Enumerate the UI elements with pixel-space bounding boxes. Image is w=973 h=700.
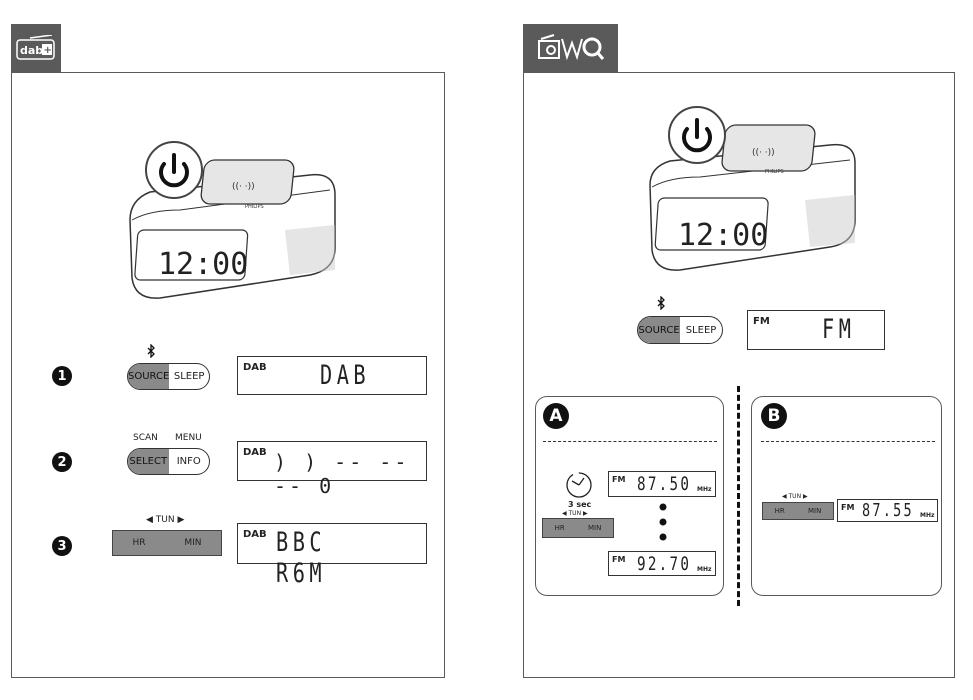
box-b-divider [761,441,935,442]
fm-tab [523,24,618,72]
hr-min-button[interactable]: HR MIN [542,518,614,538]
sleep-button[interactable]: SLEEP [173,371,205,382]
min-button[interactable]: MIN [184,538,202,548]
mhz-unit: MHz [920,512,935,519]
fm-search-icon [537,34,604,61]
tun-label: ◀ TUN ▶ [562,510,588,517]
lcd-mode-tag: FM [841,503,855,512]
lcd-text: 87.55 [862,500,914,521]
left-device-clock: 12:00 [158,247,248,282]
lcd-mode-tag: DAB [243,529,267,540]
mhz-unit: MHz [697,566,712,573]
tun-label: ◀ TUN ▶ [146,515,185,525]
step-2-marker: 2 [52,452,72,472]
svg-text:((· ·)): ((· ·)) [232,182,255,192]
bluetooth-icon [147,344,155,358]
sleep-button[interactable]: SLEEP [685,324,717,336]
box-a-divider [543,441,717,442]
box-a-display-1: FM 87.50 MHz [608,471,716,497]
min-button[interactable]: MIN [588,524,602,532]
source-button[interactable]: SOURCE [128,364,170,389]
right-brand-label: PHILIPS [765,169,784,175]
step-1-display: DAB DAB [237,356,427,395]
lcd-text: 92.70 [637,553,692,575]
hr-min-button[interactable]: HR MIN [112,530,222,556]
left-brand-label: PHILIPS [245,204,264,210]
hr-button[interactable]: HR [774,507,785,515]
box-b-display: FM 87.55 MHz [837,499,938,522]
source-sleep-button[interactable]: SOURCE SLEEP [637,316,723,344]
min-button[interactable]: MIN [808,507,822,515]
lcd-mode-tag: DAB [243,362,267,373]
box-a-display-2: FM 92.70 MHz [608,551,716,576]
right-device-clock: 12:00 [678,218,768,253]
step-1-marker: 1 [52,366,72,386]
box-b [751,396,942,596]
svg-text:((· ·)): ((· ·)) [752,148,775,158]
tun-label: ◀ TUN ▶ [782,493,808,500]
select-button[interactable]: SELECT [128,449,169,474]
menu-label: MENU [175,433,202,443]
lcd-text: FM [822,314,856,345]
lcd-mode-tag: FM [753,316,770,327]
scan-label: SCAN [133,433,158,443]
lcd-mode-tag: FM [612,475,626,484]
right-device-illustration: ((· ·)) 12:00 PHILIPS [649,124,856,271]
lcd-text: 87.50 [637,473,692,495]
dab-tab: dab + [11,24,61,72]
box-a-label: A [543,403,569,429]
section-separator [737,386,740,606]
timer-text: 3 sec [568,500,592,509]
step-2-display: DAB ) ) -- -- -- 0 [237,441,427,498]
svg-text:+: + [44,45,52,56]
select-info-button[interactable]: SELECT INFO [127,448,210,475]
box-b-label: B [761,403,787,429]
svg-text:dab: dab [20,44,43,57]
source-button[interactable]: SOURCE [638,317,680,343]
info-button[interactable]: INFO [176,456,201,467]
bluetooth-icon [657,296,665,310]
timer-icon [566,472,592,498]
source-sleep-button[interactable]: SOURCE SLEEP [127,363,210,390]
progress-dots [659,503,667,541]
lcd-mode-tag: DAB [243,447,267,458]
hr-min-button[interactable]: HR MIN [762,502,834,520]
left-device-illustration: ((· ·)) 12:00 PHILIPS [129,159,336,299]
lcd-mode-tag: FM [612,555,626,564]
lcd-text: BBC R6M [276,527,327,589]
fm-display: FM FM [747,310,885,350]
lcd-text: ) ) -- -- -- 0 [274,450,410,498]
mhz-unit: MHz [697,486,712,493]
hr-button[interactable]: HR [554,524,565,532]
right-power-icon [668,106,726,164]
hr-button[interactable]: HR [132,538,146,548]
left-power-icon [145,141,203,199]
step-3-display: DAB BBC R6M [237,523,427,589]
lcd-text: DAB [320,360,371,391]
step-3-marker: 3 [52,536,72,556]
dab-plus-icon: dab + [16,35,55,60]
